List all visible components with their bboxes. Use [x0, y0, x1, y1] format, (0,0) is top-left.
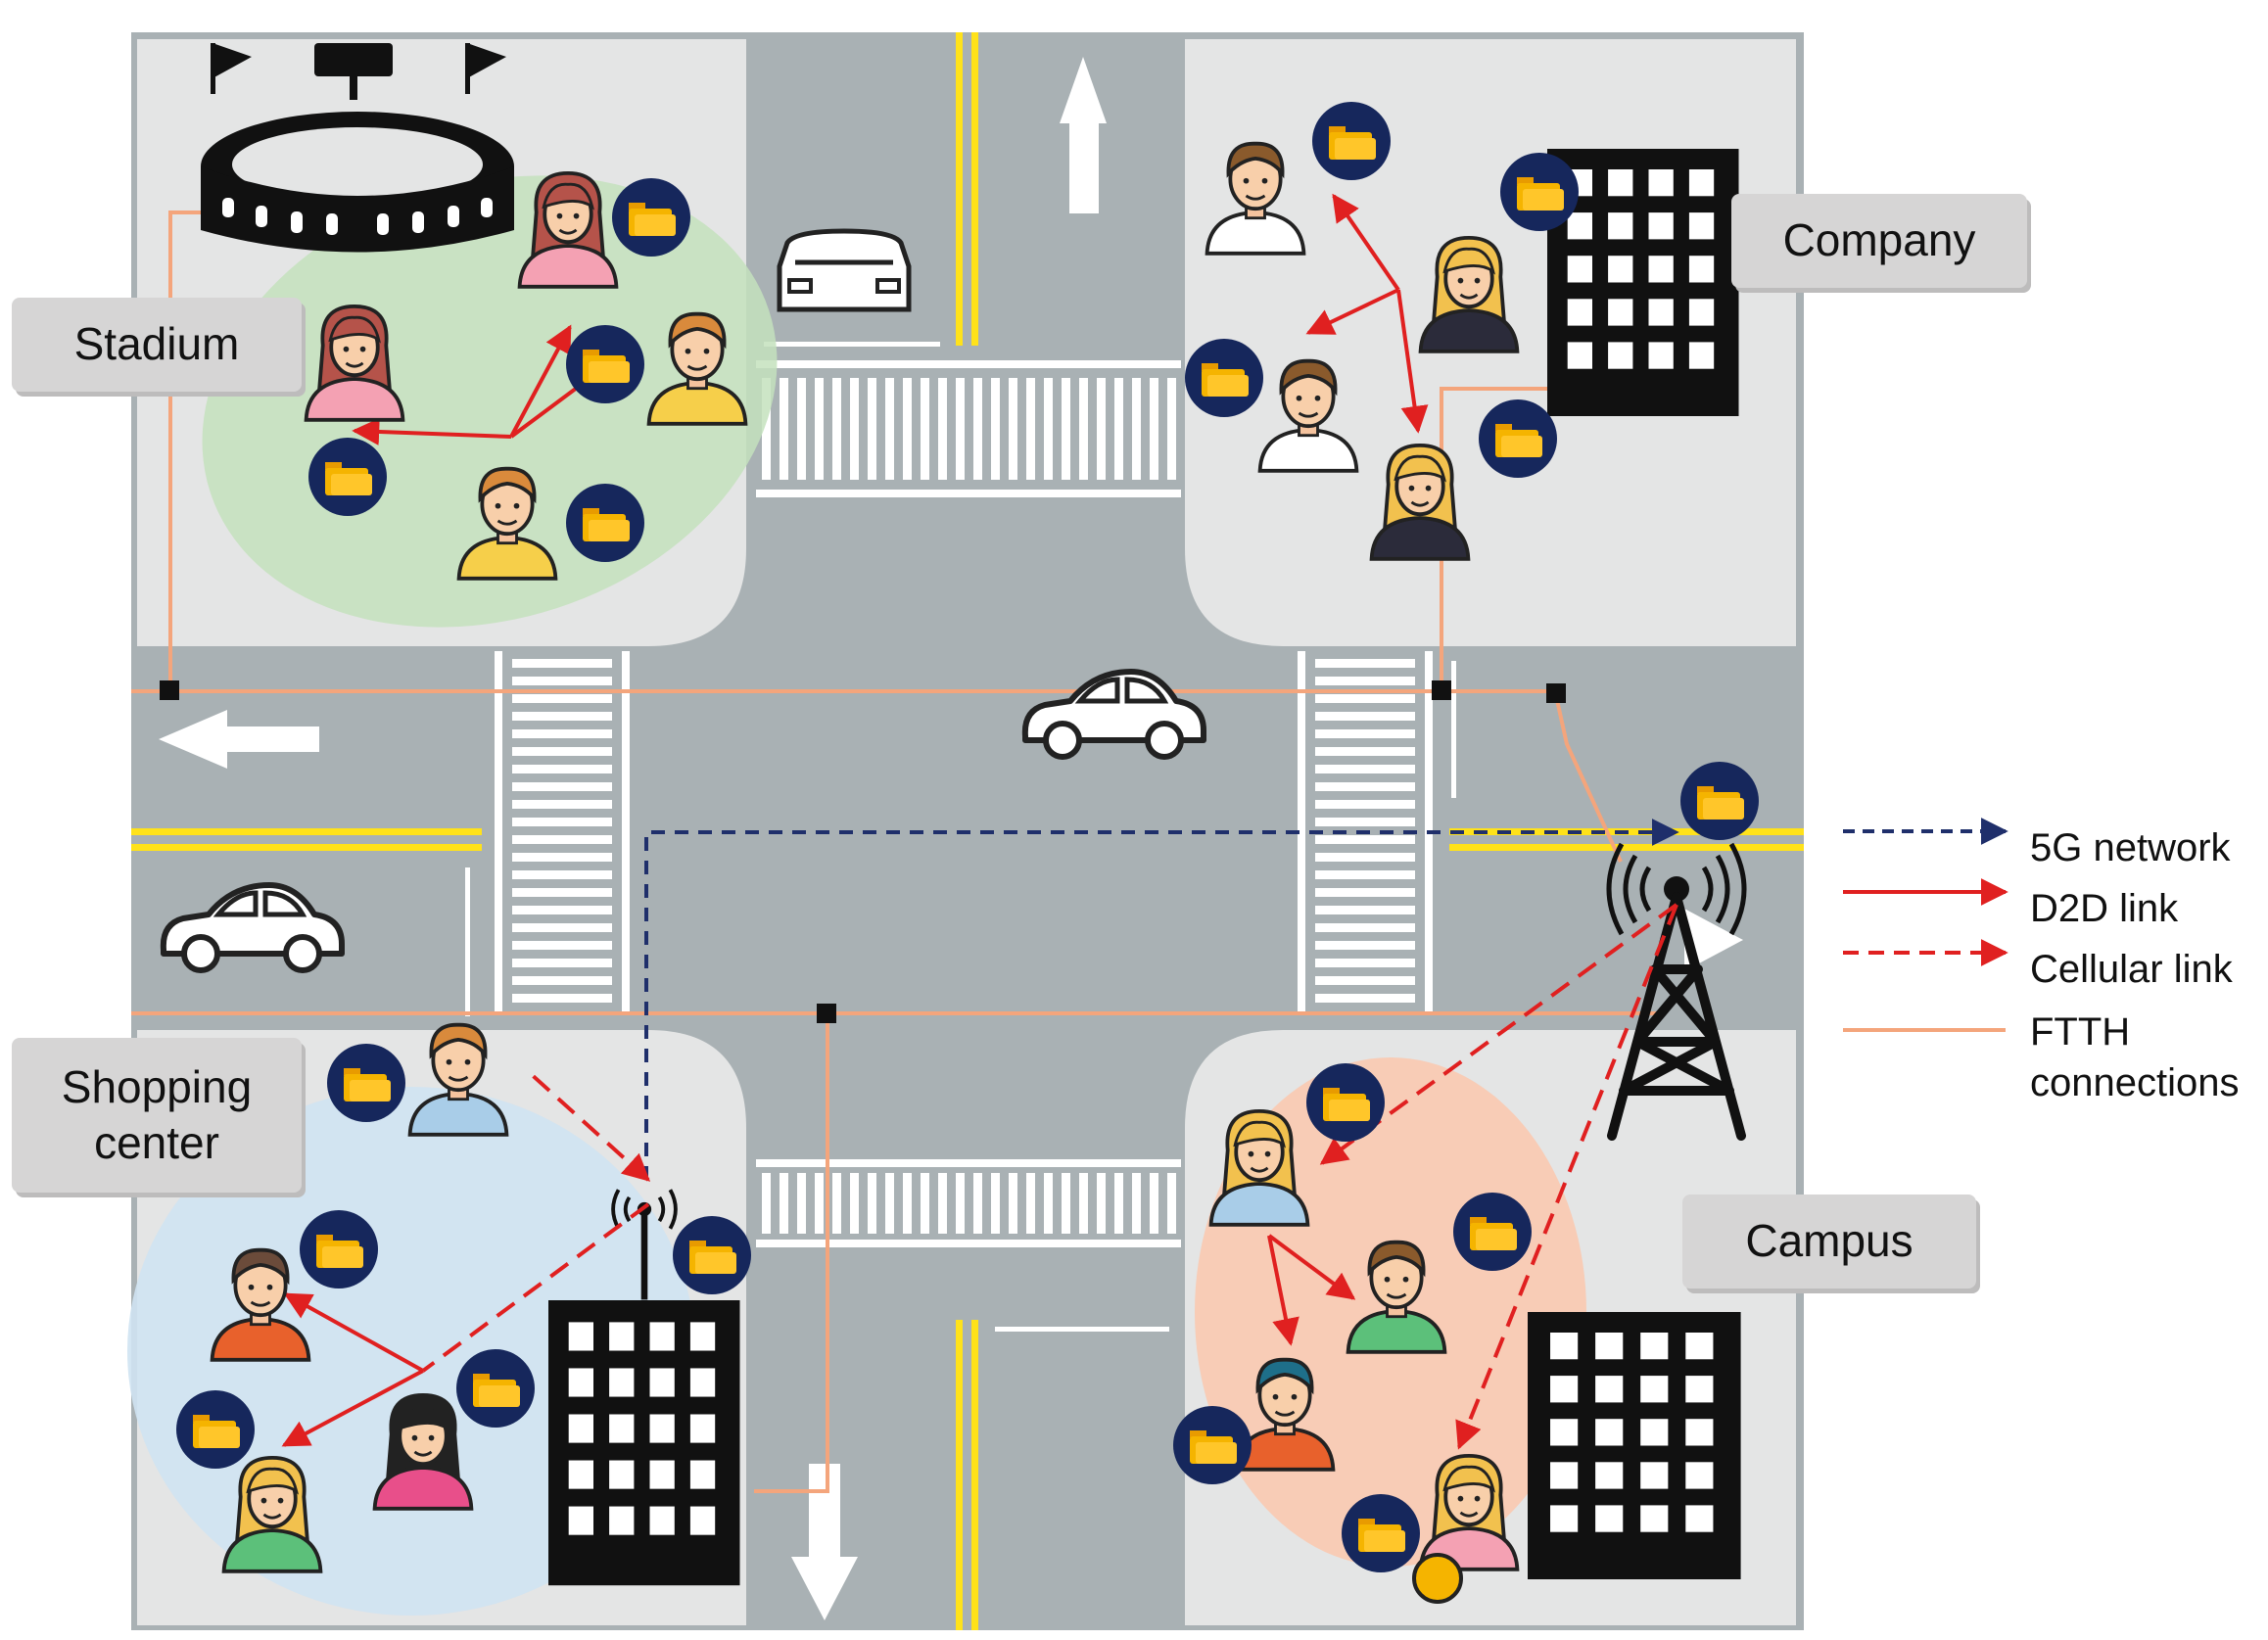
folder-cache-icon	[1479, 399, 1557, 478]
folder-cache-icon	[1342, 1494, 1420, 1572]
folder-cache-icon	[1173, 1406, 1252, 1484]
legend-cellular-label: Cellular link	[2030, 948, 2233, 991]
folder-cache-icon	[1312, 102, 1391, 180]
legend-5g-swatch	[1843, 818, 2008, 845]
folder-cache-icon	[612, 178, 690, 257]
stadium-label: Stadium	[12, 298, 302, 392]
arrow-up-shaft	[1069, 117, 1099, 213]
folder-cache-icon	[1185, 339, 1263, 417]
folder-cache-icon	[1453, 1193, 1532, 1271]
stadium-label-text: Stadium	[73, 318, 240, 370]
legend-item-d2d: D2D link	[1841, 877, 2268, 938]
car-icon	[777, 228, 912, 312]
legend-item-ftth: FTTH connections	[1841, 999, 2268, 1106]
folder-cache-icon	[1680, 762, 1759, 840]
legend-d2d-label: D2D link	[2030, 887, 2179, 930]
folder-cache-icon	[308, 438, 387, 516]
folder-cache-icon	[327, 1044, 405, 1122]
ball-icon	[1412, 1553, 1463, 1604]
company-label-text: Company	[1782, 214, 1976, 266]
company-label: Company	[1731, 194, 2027, 288]
cellular-links	[421, 903, 1678, 1450]
campus-label: Campus	[1682, 1195, 1976, 1289]
shopping-center-label: Shopping center	[12, 1038, 302, 1193]
arrow-right-icon	[1684, 909, 1743, 971]
folder-cache-icon	[1306, 1063, 1385, 1142]
legend-d2d-swatch	[1843, 878, 2008, 906]
folder-cache-icon	[456, 1349, 535, 1428]
folder-cache-icon	[566, 484, 644, 562]
folder-cache-icon	[300, 1210, 378, 1289]
folder-cache-icon	[566, 325, 644, 403]
legend-5g-label: 5G network	[2030, 826, 2231, 869]
stadium-icon	[201, 43, 514, 253]
legend-ftth-label: FTTH	[2030, 1010, 2131, 1054]
legend-cellular-swatch	[1843, 939, 2008, 966]
shopping-building-icon	[548, 1300, 740, 1586]
5g-network-links	[644, 819, 1679, 1180]
folder-cache-icon	[673, 1216, 751, 1294]
campus-building-icon	[1528, 1312, 1741, 1579]
legend-ftth-swatch	[1843, 1028, 2006, 1032]
arrow-left-icon	[159, 710, 319, 769]
shopping-label-line2: center	[94, 1117, 219, 1168]
legend-item-cellular: Cellular link	[1841, 938, 2268, 999]
ftth-junctions	[160, 680, 1566, 1023]
folder-cache-icon	[1500, 153, 1579, 231]
shopping-label-line1: Shopping	[61, 1060, 253, 1112]
campus-label-text: Campus	[1745, 1215, 1914, 1267]
folder-cache-icon	[176, 1390, 255, 1469]
legend: 5G network D2D link Cellular link FTTH c…	[1841, 817, 2268, 1106]
legend-ftth-label-line2: connections	[2030, 1061, 2240, 1104]
legend-item-5g: 5G network	[1841, 817, 2268, 877]
arrow-up-icon	[1060, 57, 1107, 213]
arrow-down-icon	[791, 1464, 858, 1620]
